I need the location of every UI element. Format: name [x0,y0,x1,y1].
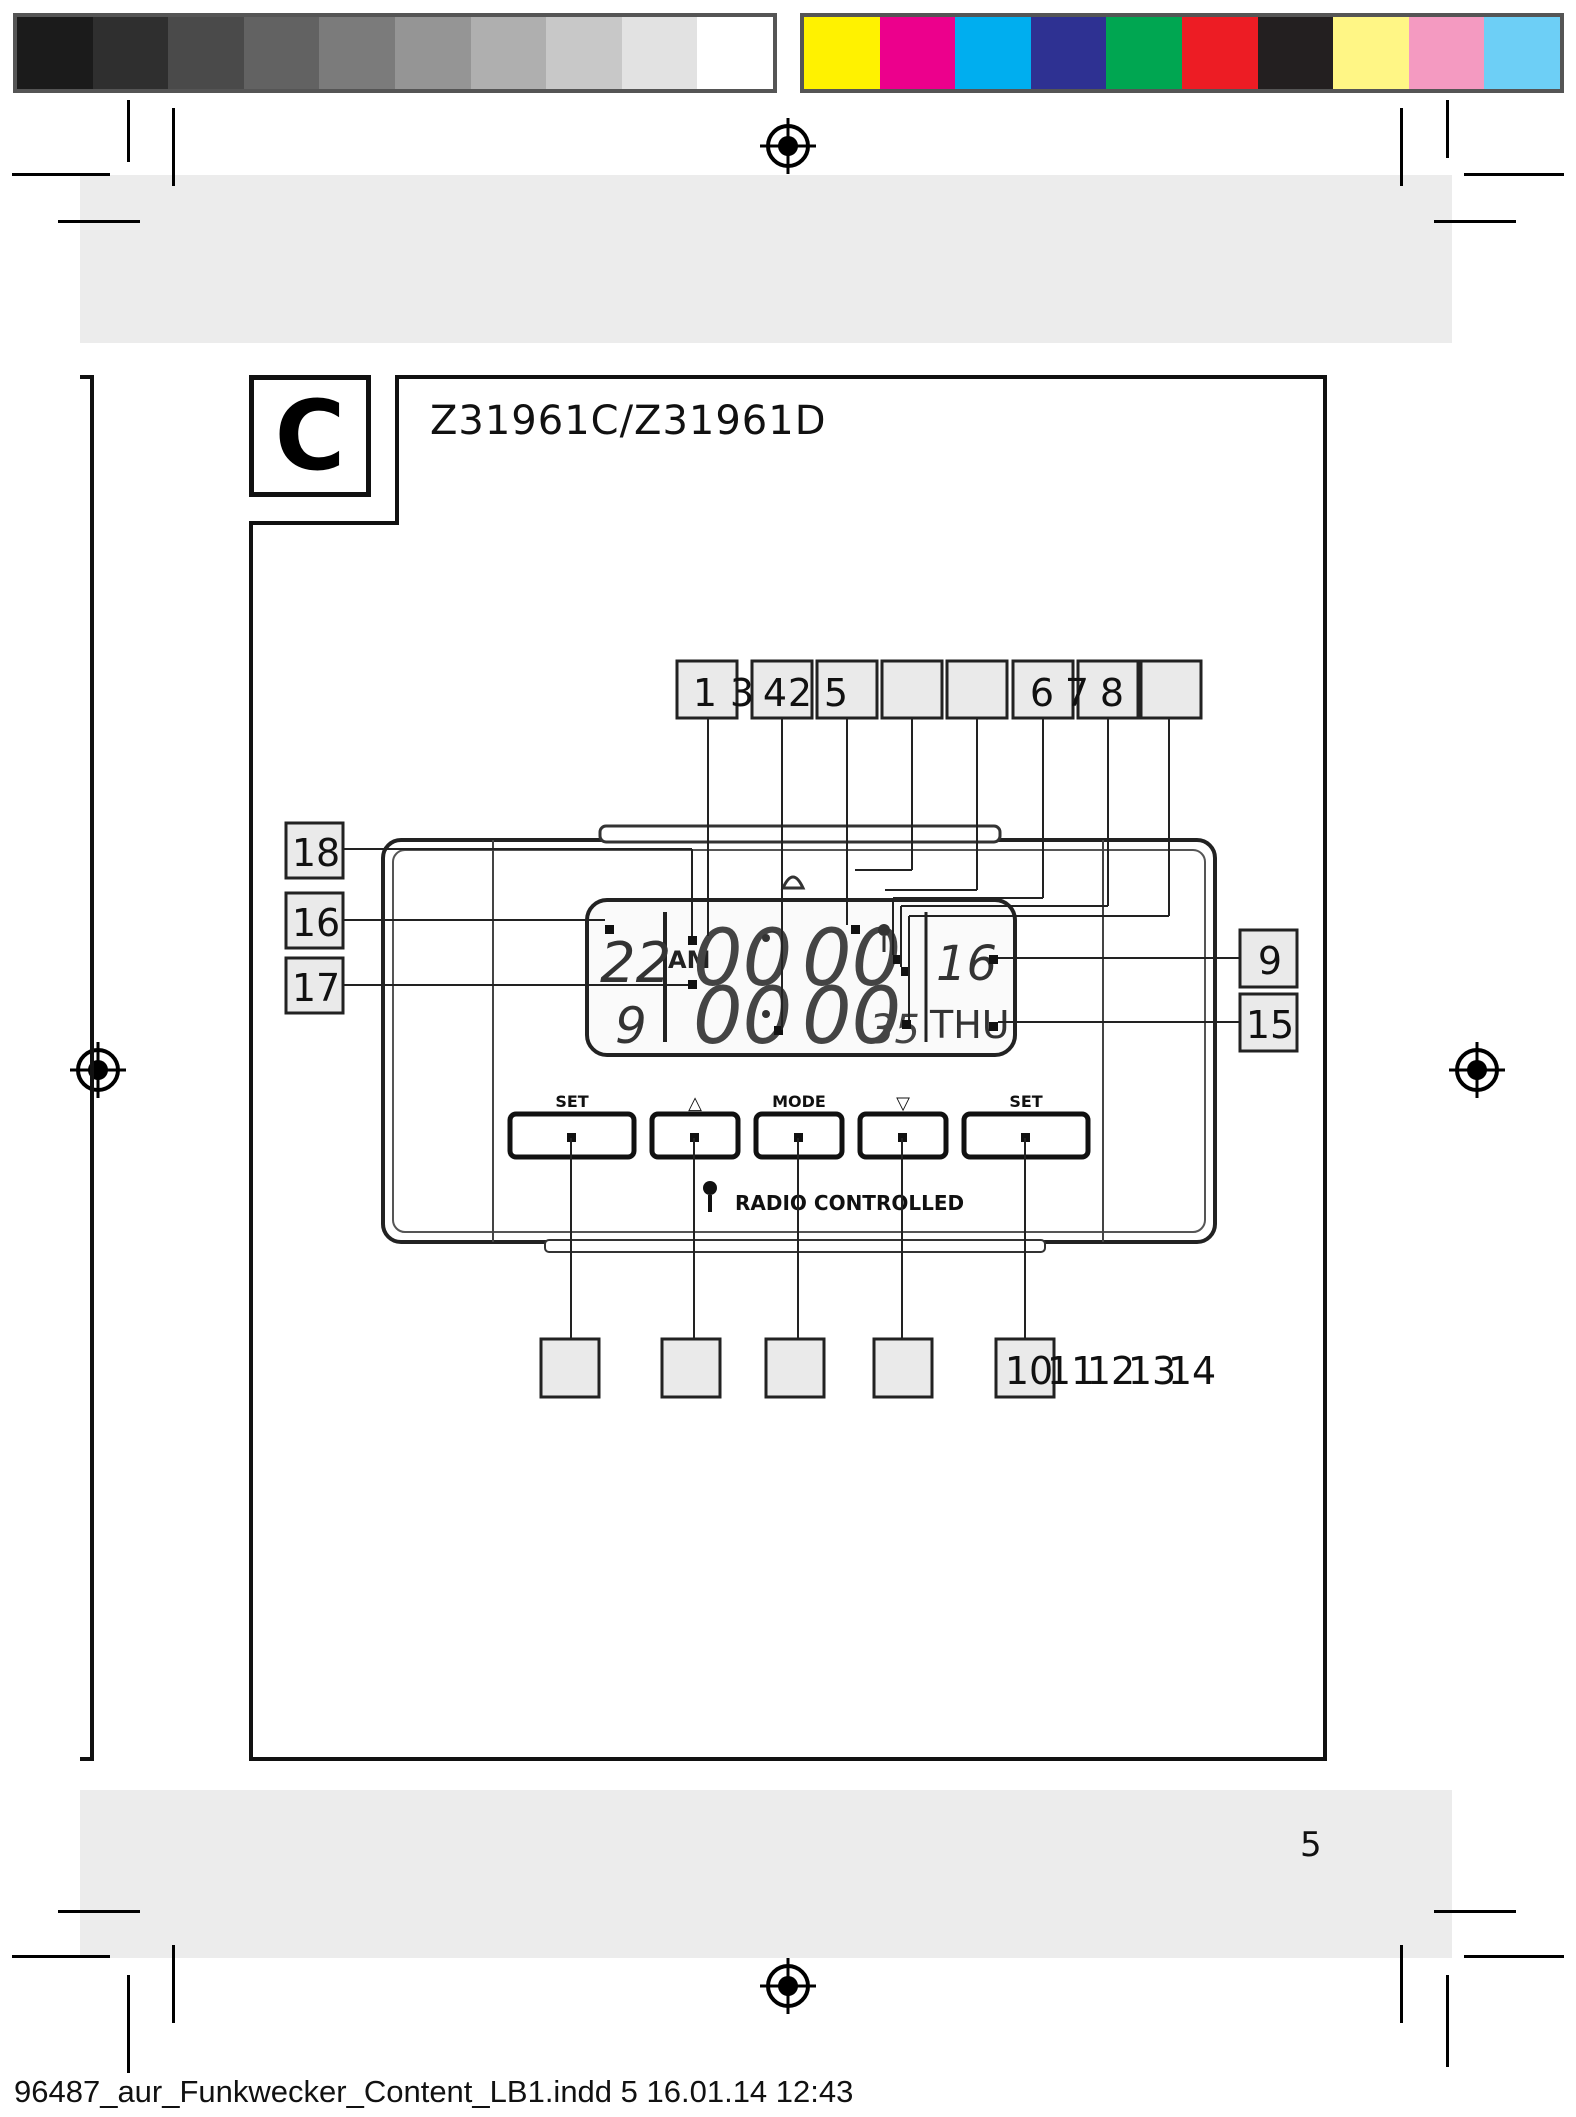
side-bracket [80,375,94,1761]
date: 16 [936,936,997,992]
leader-lines [343,718,1240,1339]
color-swatch [1408,17,1485,89]
time-minutes: 00 [802,972,901,1062]
alarm-dot-icon [762,934,770,942]
crop-mark [1446,100,1449,158]
crop-mark [127,1975,130,2073]
color-swatch [621,17,698,89]
callout-label: 5 [824,671,848,715]
am-pm-indicator: AM [668,946,710,974]
callout-label: 2 [788,671,812,715]
alarm1-set-label: SET [555,1092,588,1111]
callout-label: 8 [1100,671,1124,715]
snooze-dot-icon [762,1010,770,1018]
snooze-bar [598,824,1002,844]
bottom-gray-band [80,1790,1452,1958]
alarm2-set-label: SET [1009,1092,1042,1111]
color-swatch [697,17,773,89]
radio-signal-icon [878,924,890,952]
color-swatch [1333,17,1409,89]
crop-mark [172,1945,175,2023]
crop-mark [1446,1975,1449,2067]
registration-mark-icon [70,1042,126,1098]
print-slug: 96487_aur_Funkwecker_Content_LB1.indd 5 … [14,2074,854,2109]
callout-label: 15 [1246,1003,1294,1047]
color-swatch [319,17,395,89]
registration-mark-icon [1449,1042,1505,1098]
color-swatch [394,17,471,89]
up-label: △ [688,1093,702,1114]
top-gray-band [80,175,1452,343]
callout-label: 10 [1005,1349,1053,1393]
callout-label: 14 [1168,1349,1216,1393]
crop-mark [1434,220,1516,223]
color-swatch [17,17,93,89]
mode-label: MODE [772,1092,826,1111]
callout-label: 4 [763,671,787,715]
registration-mark-icon [760,1958,816,2014]
callout-label: 12 [1087,1349,1135,1393]
page-number: 5 [1300,1825,1322,1865]
crop-mark [58,220,140,223]
humidity: 9 [615,997,647,1055]
alarm-hours: 00 [693,914,792,1004]
color-swatch [546,17,622,89]
color-swatch [92,17,169,89]
color-swatch [168,17,244,89]
crop-mark [127,100,130,162]
callout-label: 3 [730,671,754,715]
crop-mark [1434,1910,1516,1913]
callout-label: 17 [292,966,340,1010]
callout-boxes [284,659,1299,1399]
color-swatch [1484,17,1560,89]
color-swatch-bar [800,13,1564,93]
crop-mark [58,1910,140,1913]
crop-mark [1400,108,1403,186]
section-letter: C [249,375,371,497]
color-swatch [955,17,1031,89]
figure-frame [249,375,1327,1761]
callout-label: 11 [1047,1349,1095,1393]
crop-mark [1464,173,1564,176]
color-swatch [243,17,320,89]
model-number: Z31961C/Z31961D [430,398,827,444]
color-swatch [470,17,547,89]
callout-label: 13 [1128,1349,1176,1393]
color-swatch [1181,17,1258,89]
section-tab-background [249,375,399,525]
color-swatch [804,17,880,89]
color-swatch [1257,17,1334,89]
radio-controlled-text: RADIO CONTROLLED [735,1191,964,1215]
callout-label: 6 [1030,671,1054,715]
bell-icon [780,875,806,890]
down-label: ▽ [896,1093,910,1114]
color-swatch [1106,17,1182,89]
gray-swatch-bar [13,13,777,93]
callout-label: 18 [292,831,340,875]
crop-mark [1464,1955,1564,1958]
callout-numbers: 1 3 4 2 5 6 7 8 18 16 17 9 15 10 11 12 1… [292,671,1294,1393]
crop-mark [12,173,110,176]
time-hours: 00 [693,972,792,1062]
callout-label: 7 [1065,671,1089,715]
crop-mark [172,108,175,186]
crop-mark [12,1955,110,1958]
callout-label: 16 [292,901,340,945]
registration-mark-icon [760,118,816,174]
callout-label: 1 [693,671,717,715]
clock-stand [544,1239,1046,1253]
color-swatch [1030,17,1107,89]
time-seconds: 35 [869,1007,920,1053]
color-swatch [879,17,956,89]
radio-tower-icon [703,1181,717,1212]
callout-label: 9 [1258,939,1282,983]
crop-mark [1400,1945,1403,2023]
indoor-temp: 22 [600,931,671,996]
button-row: SET △ MODE ▽ SET [507,1092,1091,1160]
